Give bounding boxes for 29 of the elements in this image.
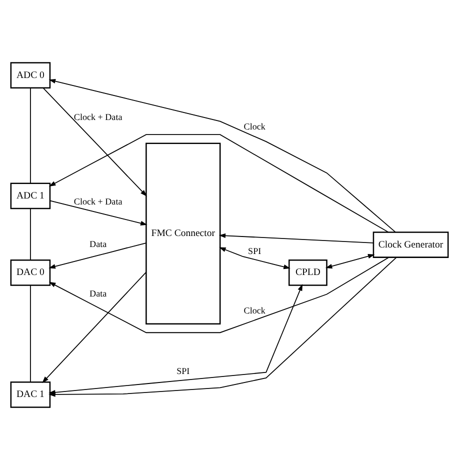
edge-label: Clock + Data — [74, 196, 122, 207]
edge-label: SPI — [248, 246, 262, 256]
arrow — [42, 272, 147, 384]
arrow — [48, 242, 146, 269]
arrow — [325, 254, 375, 269]
arrow — [48, 256, 390, 334]
arrow — [218, 233, 374, 244]
edge-label: Clock — [244, 121, 266, 132]
arrow — [50, 200, 148, 226]
arrow — [42, 88, 147, 196]
edge-label: Data — [90, 288, 107, 299]
arrow — [48, 134, 389, 233]
connector — [30, 208, 31, 260]
connector — [30, 284, 31, 382]
edge-label: SPI — [176, 366, 190, 376]
arrow — [48, 284, 303, 395]
edge-label: Data — [90, 239, 107, 250]
node-box: ADC 0 — [10, 62, 51, 89]
node-box: FMC Connector — [146, 142, 221, 325]
edge-label: Clock — [244, 305, 266, 316]
node-box: Clock Generator — [372, 232, 449, 258]
arrow — [219, 247, 290, 270]
connector — [30, 88, 31, 184]
node-box: DAC 1 — [10, 381, 51, 408]
edge-label: Clock + Data — [74, 112, 122, 122]
node-box: DAC 0 — [10, 259, 51, 286]
node-box: CPLD — [288, 259, 328, 286]
node-box: ADC 1 — [10, 182, 51, 210]
arrow — [48, 78, 396, 233]
